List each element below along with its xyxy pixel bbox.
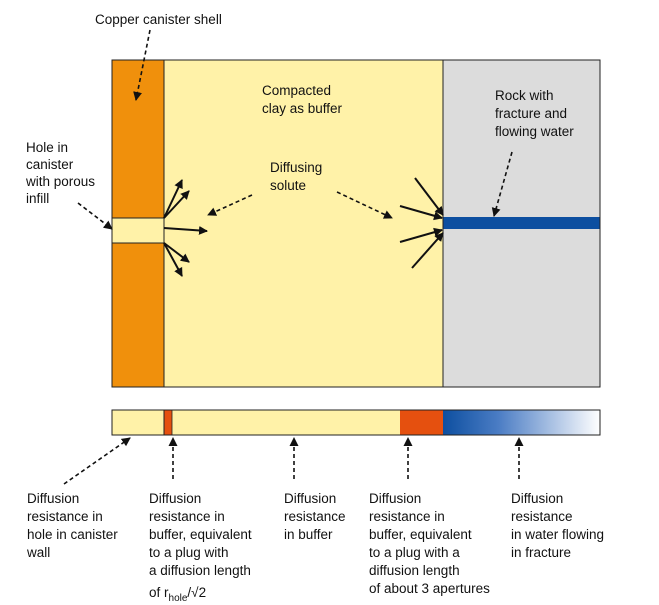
leader-arrows — [77, 29, 513, 230]
resistance-buffer-plug-label: Diffusion resistance in buffer, equivale… — [149, 491, 255, 578]
clay-buffer-region — [164, 60, 443, 387]
fracture — [443, 217, 600, 229]
diffusion-arrows-to-fracture — [399, 177, 444, 269]
arrow — [411, 232, 444, 269]
rock-label: Rock with fracture and flowing water — [495, 88, 574, 139]
resistance-hole-wall-label: Diffusion resistance in hole in canister… — [26, 491, 122, 560]
arrow — [163, 242, 183, 277]
leader-copper-shell — [133, 29, 151, 101]
resistance-buffer-label: Diffusion resistance in buffer — [284, 491, 349, 542]
resistance-buffer-plug-formula: of rhole/√2 — [149, 585, 206, 604]
leader-hole — [77, 202, 113, 230]
arrow — [163, 179, 183, 219]
compacted-clay-label: Compacted clay as buffer — [262, 83, 343, 116]
resistance-bar-fracture-gradient — [443, 410, 600, 435]
arrow — [163, 225, 208, 235]
resistance-bar-plug-apertures — [400, 410, 443, 435]
arrow — [414, 177, 444, 216]
arrow — [163, 242, 190, 263]
resistance-bar-plug-small — [163, 409, 173, 436]
leader-hole-wall — [63, 437, 131, 485]
arrow — [399, 205, 443, 221]
diffusion-arrows-from-hole — [163, 179, 208, 277]
resistance-leaders — [63, 437, 524, 485]
resistance-fracture-water-label: Diffusion resistance in water flowing in… — [511, 491, 608, 560]
diffusing-solute-label: Diffusing solute — [270, 160, 326, 193]
canister-hole — [111, 217, 165, 244]
hole-label: Hole in canister with porous infill — [25, 140, 99, 206]
arrow — [399, 227, 443, 243]
resistance-bar-outline — [111, 409, 601, 436]
copper-shell-label: Copper canister shell — [95, 12, 222, 27]
arrow — [163, 190, 190, 219]
leader-solute-right — [336, 191, 393, 219]
leader-solute-left — [207, 194, 253, 216]
resistance-buffer-apertures-label: Diffusion resistance in buffer, equivale… — [369, 491, 490, 596]
resistance-bar-buffer — [112, 410, 400, 435]
